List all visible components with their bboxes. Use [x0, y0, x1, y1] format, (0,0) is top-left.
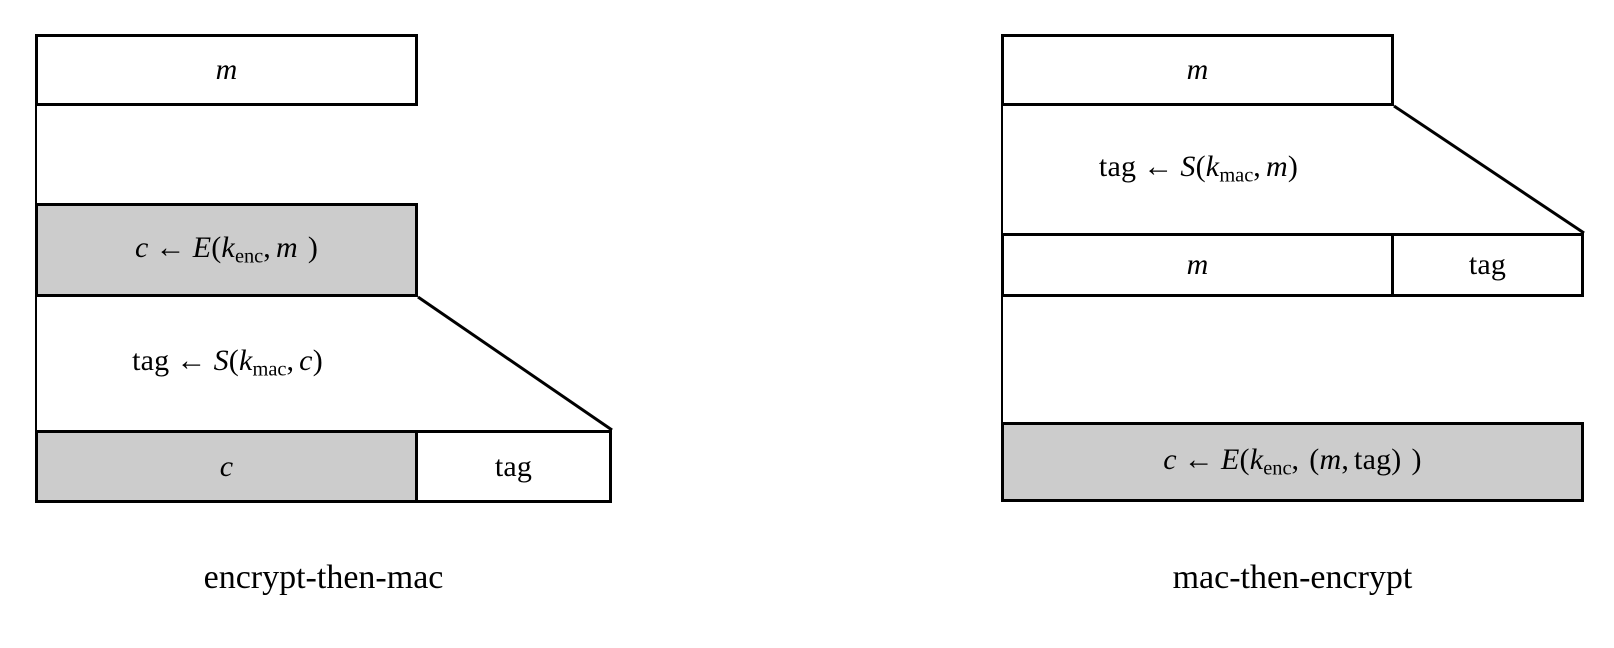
left-lower-gap-region: tag←S(kmac,c) [35, 297, 418, 430]
left-result-ciphertext-cell: c [35, 430, 418, 503]
left-mac-expression: tag←S(kmac,c) [132, 344, 323, 382]
left-diagonal-connector [417, 295, 613, 432]
right-intermediate-tag-label: tag [1468, 248, 1507, 281]
left-encrypt-box: c←E(kenc,m) [35, 203, 418, 297]
right-plaintext-box: m [1001, 34, 1394, 106]
right-mac-expression: tag←S(kmac,m) [1098, 150, 1299, 188]
left-result-tag-label: tag [494, 449, 533, 483]
right-intermediate-message-cell: m [1001, 233, 1394, 297]
left-plaintext-box: m [35, 34, 418, 106]
right-diagonal-connector [1393, 104, 1585, 235]
right-encrypt-expression: c←E(kenc,(m,tag)) [1163, 442, 1422, 480]
left-encrypt-expression: c←E(kenc,m) [134, 230, 319, 268]
right-lower-gap-region [1001, 297, 1584, 422]
left-result-ciphertext-label: c [219, 449, 234, 483]
right-intermediate-tag-cell: tag [1391, 233, 1584, 297]
left-caption: encrypt-then-mac [203, 559, 444, 596]
right-intermediate-message-label: m [1186, 248, 1209, 281]
left-plaintext-label: m [215, 53, 238, 86]
left-result-tag-cell: tag [415, 430, 612, 503]
left-upper-gap-region [35, 106, 418, 203]
right-mac-gap-region: tag←S(kmac,m) [1001, 106, 1394, 233]
right-plaintext-label: m [1186, 53, 1209, 86]
right-caption: mac-then-encrypt [1172, 559, 1413, 596]
right-encrypt-box: c←E(kenc,(m,tag)) [1001, 422, 1584, 502]
